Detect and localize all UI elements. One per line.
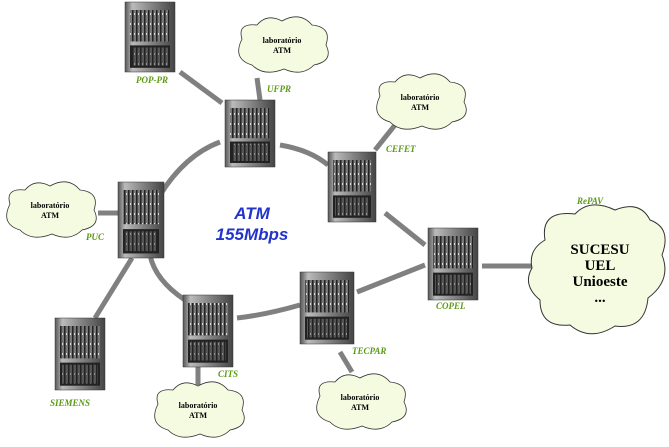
lab-line1: laboratório <box>263 36 302 45</box>
repav-member: UEL <box>585 258 616 274</box>
link-cefet-copel <box>383 211 427 247</box>
label-siemens: SIEMENS <box>50 398 90 408</box>
label-puc: PUC <box>86 232 105 242</box>
atm-switch-icon <box>327 151 377 223</box>
link-copel-tecpar <box>356 262 426 295</box>
lab-line2: ATM <box>41 211 60 220</box>
ring-title: ATM <box>233 204 270 223</box>
label-pop-pr: POP-PR <box>136 75 168 85</box>
lab-line2: ATM <box>351 403 370 412</box>
atm-switch-icon <box>124 1 176 73</box>
link-tecpar-cits <box>236 302 301 321</box>
repav-member: ... <box>594 290 606 306</box>
lab-line2: ATM <box>411 103 430 112</box>
label-cefet: CEFET <box>386 144 416 154</box>
label-cits: CITS <box>218 369 238 379</box>
label-ufpr: UFPR <box>267 84 291 94</box>
lab-line1: laboratório <box>341 393 380 402</box>
lab-line1: laboratório <box>401 93 440 102</box>
atm-switch-icon <box>182 294 234 368</box>
atm-switch-icon <box>299 271 355 345</box>
lab-line2: ATM <box>189 411 208 420</box>
lab-line1: laboratório <box>31 201 70 210</box>
lab-line2: ATM <box>273 46 292 55</box>
atm-switch-icon <box>224 99 276 168</box>
link-ring-cits-puc <box>147 254 187 303</box>
repav-member: SUCESU <box>570 242 629 258</box>
link-ring-ufpr-cefet <box>279 142 330 167</box>
label-copel: COPEL <box>436 301 466 311</box>
atm-switch-icon <box>427 227 479 301</box>
repav-cloud: SUCESU UEL Unioeste ... <box>527 204 666 335</box>
link-puc-siemens <box>92 256 135 320</box>
atm-switch-icon <box>117 181 165 259</box>
link-tecpar-lab <box>337 350 355 374</box>
repav-member: Unioeste <box>573 274 628 290</box>
links <box>92 69 532 385</box>
ring-speed: 155Mbps <box>216 225 289 244</box>
atm-switch-icon <box>54 317 106 391</box>
lab-line1: laboratório <box>179 401 218 410</box>
label-tecpar: TECPAR <box>352 346 386 356</box>
link-cefet-lab <box>373 123 397 152</box>
label-repav: RePAV <box>576 196 604 206</box>
link-ring-puc-ufpr <box>157 139 221 197</box>
link-pop-pr-ufpr <box>178 69 224 106</box>
link-ufpr-lab <box>254 77 263 101</box>
